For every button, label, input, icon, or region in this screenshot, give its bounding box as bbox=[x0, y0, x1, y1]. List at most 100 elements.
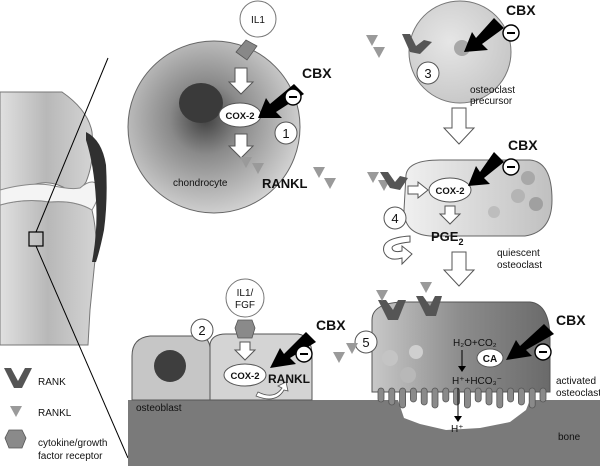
il1-fgf-label-1: IL1/ bbox=[237, 288, 254, 299]
ruffled-border-finger bbox=[496, 387, 504, 409]
cbx-label-osteoblast: CBX bbox=[316, 317, 346, 333]
reaction-arrowhead-2 bbox=[454, 416, 462, 422]
ruffled-border-finger bbox=[453, 387, 461, 406]
step-4-circle bbox=[383, 206, 407, 230]
ruffled-border-finger bbox=[507, 387, 515, 403]
chondrocyte-label: chondrocyte bbox=[173, 178, 228, 189]
precursor-label-2: precursor bbox=[470, 96, 513, 107]
step-5-label: 5 bbox=[362, 335, 369, 350]
rankl-free-4 bbox=[346, 343, 358, 354]
ruffled-border-finger bbox=[388, 387, 396, 406]
osteoblast-cells: osteoblast 2 IL1/ FGF COX-2 RANKL CBX bbox=[131, 278, 346, 414]
cbx-label-quiescent: CBX bbox=[508, 137, 538, 153]
bone-matrix bbox=[128, 400, 600, 466]
osteoclast-precursor-cell: 3 osteoclast precursor CBX bbox=[366, 0, 536, 107]
pge2-label: PGE2 bbox=[431, 229, 463, 247]
arrow-precursor-to-quiescent bbox=[442, 107, 476, 145]
osteoblast-nucleus bbox=[154, 350, 186, 382]
legend-rankl-icon bbox=[10, 406, 22, 417]
step-1-circle bbox=[274, 121, 298, 145]
rankl-free-1 bbox=[313, 167, 325, 178]
quiescent-cox2-oval bbox=[428, 177, 472, 203]
quiescent-vesicle-1 bbox=[521, 171, 535, 185]
activated-vesicle-1 bbox=[382, 350, 398, 366]
ruffled-border-finger bbox=[539, 387, 547, 403]
quiescent-rank-receptor bbox=[380, 172, 408, 190]
chondrocyte-nucleus bbox=[179, 83, 223, 123]
quiescent-label-1: quiescent bbox=[497, 248, 540, 259]
rankl-precursor-1 bbox=[366, 35, 378, 46]
osteoblast-cycle-arrow bbox=[255, 381, 289, 400]
pge2-main: PGE bbox=[431, 229, 459, 244]
reaction-arrowhead-1 bbox=[458, 366, 466, 372]
activated-rank-receptor-2 bbox=[416, 296, 442, 316]
step-5-circle bbox=[354, 330, 378, 354]
ruffled-border-finger bbox=[399, 387, 407, 409]
cbx-arrow-osteoblast bbox=[270, 332, 316, 368]
quiescent-arrow-down bbox=[438, 205, 462, 225]
chondrocyte-cell: IL1 COX-2 1 chondrocyte CBX bbox=[127, 0, 332, 214]
precursor-rank-receptor bbox=[402, 34, 432, 54]
chondrocyte-cox2-label: COX-2 bbox=[225, 111, 254, 122]
ruffled-border-finger bbox=[528, 387, 536, 409]
rankl-activated-1 bbox=[376, 290, 388, 301]
rankl-activated-2 bbox=[420, 282, 432, 293]
knee-illustration bbox=[0, 57, 129, 459]
activated-body bbox=[371, 301, 551, 393]
cbx-label-activated: CBX bbox=[556, 312, 586, 328]
quiescent-label-2: osteoclast bbox=[497, 260, 542, 271]
ca-label: CA bbox=[483, 354, 497, 365]
osteoblast-cox2-oval bbox=[223, 363, 267, 387]
h-plus-label: H⁺ bbox=[451, 424, 464, 435]
il1-label: IL1 bbox=[251, 15, 265, 26]
inhibit-bar-quiescent bbox=[507, 166, 515, 168]
ruffled-border-finger bbox=[474, 387, 482, 403]
rankl-precursor-2 bbox=[373, 47, 385, 58]
rankl-quiescent-1 bbox=[367, 172, 379, 183]
ruffled-border-finger bbox=[463, 387, 471, 409]
ca-oval bbox=[476, 348, 504, 368]
legend-receptor-label-2: factor receptor bbox=[38, 451, 103, 462]
cbx-arrow-quiescent bbox=[468, 152, 504, 186]
resorption-lacuna bbox=[398, 400, 530, 430]
il1-fgf-bubble bbox=[225, 278, 265, 318]
legend-receptor-label-1: cytokine/growth bbox=[38, 438, 107, 449]
osteoblast-receptor bbox=[234, 319, 256, 339]
osteoblast-cox2-label: COX-2 bbox=[230, 371, 259, 382]
zoom-line-top bbox=[35, 57, 109, 233]
quiescent-cox2-label: COX-2 bbox=[435, 186, 464, 197]
activated-osteoclast-cell: 5 H₂O+CO₂ CA H⁺+HCO₃⁻ H⁺ activated osteo… bbox=[354, 282, 600, 435]
pge2-subscript: 2 bbox=[458, 237, 463, 247]
rankl-free-2 bbox=[324, 178, 336, 189]
inhibit-bar-precursor bbox=[507, 32, 515, 34]
cbx-label-chondrocyte: CBX bbox=[302, 65, 332, 81]
activated-label-2: osteoclast bbox=[556, 388, 600, 399]
quiescent-arrow-right bbox=[407, 180, 429, 200]
precursor-label-1: osteoclast bbox=[470, 85, 515, 96]
legend-rank-icon bbox=[4, 368, 32, 388]
step-2-label: 2 bbox=[198, 323, 205, 338]
activated-label-1: activated bbox=[556, 376, 596, 387]
ruffled-border-finger bbox=[518, 387, 525, 406]
rankl-free-3 bbox=[333, 352, 345, 363]
inhibit-bar-activated bbox=[539, 351, 547, 353]
zoom-line-bottom bbox=[35, 245, 129, 459]
h-hco3-label: H⁺+HCO₃⁻ bbox=[452, 376, 502, 387]
rankl-label-chondrocyte: RANKL bbox=[262, 176, 308, 191]
chondrocyte-arrow-down-1 bbox=[227, 67, 255, 95]
bone-label: bone bbox=[558, 432, 581, 443]
ruffled-border-finger bbox=[431, 387, 439, 409]
legend: RANK RANKL cytokine/growth factor recept… bbox=[4, 368, 107, 462]
rankl-label-osteoblast: RANKL bbox=[268, 372, 310, 386]
legend-rankl-label: RANKL bbox=[38, 408, 72, 419]
inhibit-bar-chondrocyte bbox=[289, 96, 297, 98]
precursor-nucleus bbox=[454, 40, 470, 56]
cbx-arrow-activated bbox=[506, 324, 554, 360]
step-2-circle bbox=[190, 318, 214, 342]
quiescent-osteoclast-cell: COX-2 PGE2 4 quiescent osteoclast CBX bbox=[367, 137, 553, 271]
step-3-label: 3 bbox=[424, 66, 431, 81]
il1-bubble bbox=[239, 0, 277, 38]
h2o-co2-label: H₂O+CO₂ bbox=[453, 338, 497, 349]
